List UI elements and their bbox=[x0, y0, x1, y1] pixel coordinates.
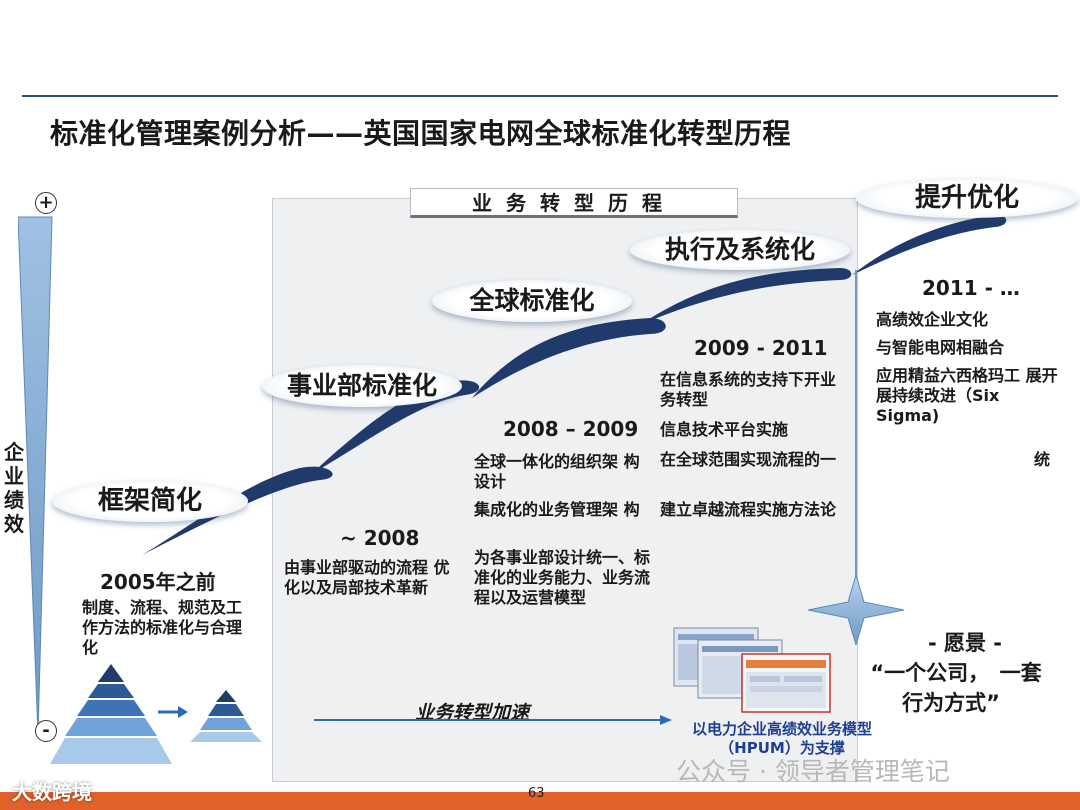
vision-quote-line1: “一个公司， 一套 bbox=[866, 658, 1046, 688]
wave-segment-5 bbox=[852, 215, 1006, 275]
header-rule bbox=[22, 95, 1058, 97]
page-title: 标准化管理案例分析——英国国家电网全球标准化转型历程 bbox=[50, 112, 791, 152]
stage-item-optimization-4: 统 bbox=[1034, 450, 1074, 470]
stage-item-execution-2: 信息技术平台实施 bbox=[660, 420, 840, 440]
stage-item-optimization-2: 与智能电网相融合 bbox=[876, 338, 1066, 358]
stage-item-optimization-3: 应用精益六西格玛工 展开展持续改进（Six Sigma) bbox=[876, 366, 1066, 426]
arrow-right-icon bbox=[156, 704, 190, 720]
mini-pyramid-icon bbox=[190, 690, 262, 742]
stage-item-framework-1: 制度、流程、规范及工作方法的标准化与合理化 bbox=[82, 598, 250, 658]
axis-plus-marker: + bbox=[35, 192, 57, 214]
brand-logo: 大数跨境 bbox=[12, 776, 92, 805]
watermark-text: 公众号 · 领导者管理笔记 bbox=[676, 752, 950, 788]
panel-title: 业务转型历程 bbox=[410, 188, 738, 218]
stage-period-optimization: 2011 - … bbox=[922, 276, 1020, 300]
stage-period-execution: 2009 - 2011 bbox=[694, 336, 828, 360]
acceleration-arrow-icon bbox=[312, 712, 674, 728]
stage-pill-global: 全球标准化 bbox=[432, 280, 632, 322]
stage-item-global-1: 全球一体化的组织架 构设计 bbox=[474, 452, 650, 492]
process-pyramid-icon bbox=[50, 664, 172, 768]
stage-item-execution-1: 在信息系统的支持下开业务转型 bbox=[660, 370, 840, 410]
stage-period-global: 2008 – 2009 bbox=[503, 417, 638, 441]
stage-period-division: ~ 2008 bbox=[340, 526, 419, 550]
stage-item-global-2: 集成化的业务管理架 构 bbox=[474, 500, 650, 520]
vision-label: - 愿景 - bbox=[880, 628, 1050, 658]
stage-pill-execution: 执行及系统化 bbox=[630, 230, 850, 270]
stage-pill-division: 事业部标准化 bbox=[262, 365, 462, 407]
vision-quote-line2: 行为方式” bbox=[866, 688, 1036, 718]
page-number: 63 bbox=[528, 786, 545, 801]
axis-label: 企业绩效 bbox=[3, 440, 25, 536]
stage-item-execution-4: 建立卓越流程实施方法论 bbox=[660, 500, 840, 520]
stage-item-execution-3: 在全球范围实现流程的一 bbox=[660, 450, 840, 470]
stage-item-global-3: 为各事业部设计统一、标准化的业务能力、业务流程以及运营模型 bbox=[474, 548, 650, 608]
stage-pill-optimization: 提升优化 bbox=[856, 178, 1078, 218]
stage-period-framework: 2005年之前 bbox=[100, 566, 216, 595]
system-screens-image bbox=[672, 626, 832, 714]
stage-item-optimization-1: 高绩效企业文化 bbox=[876, 310, 1066, 330]
stage-item-division-1: 由事业部驱动的流程 优化以及局部技术革新 bbox=[284, 558, 464, 598]
stage-pill-framework: 框架简化 bbox=[52, 480, 248, 522]
